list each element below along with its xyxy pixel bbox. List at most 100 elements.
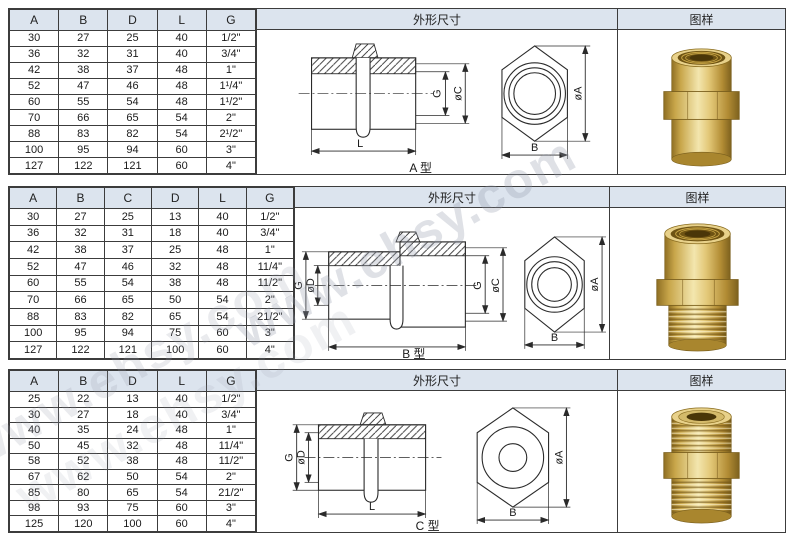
table-cell: 52 [8, 77, 60, 95]
table-cell: 48 [198, 257, 247, 276]
table-cell: 31 [103, 224, 152, 243]
table-cell: 4" [245, 341, 295, 359]
dim-label-b: B [551, 332, 558, 344]
table-cell: 125 [8, 515, 60, 532]
type-b-caption: B 型 [402, 347, 425, 359]
table-cell: 3" [205, 141, 257, 158]
table-cell: 4" [205, 157, 257, 174]
drawing-c: G øD L øA B C 型 [257, 391, 617, 532]
table-cell: 60 [156, 499, 207, 517]
type-c-photo [663, 407, 740, 524]
table-cell: 38 [58, 61, 109, 79]
dim-label-oa: øA [572, 86, 584, 101]
top-boss [359, 412, 387, 426]
table-cell: 25 [103, 208, 152, 226]
table-cell: 98 [8, 499, 60, 517]
table-cell: 42 [8, 241, 58, 259]
table-cell: 38 [150, 274, 200, 293]
table-cell: 65 [150, 307, 200, 326]
table-cell: 40 [8, 422, 60, 439]
table-cell: 85 [8, 484, 60, 501]
table-cell: 121 [107, 157, 158, 174]
table-cell: 1¹/2" [205, 93, 257, 111]
table-cell: 13 [150, 208, 200, 226]
table-cell: 40 [156, 45, 207, 63]
hex-band [663, 452, 740, 479]
table-cell: 48 [156, 93, 207, 111]
drawing-panel-b: 外形尺寸 [294, 187, 609, 359]
table-cell: 60 [198, 341, 247, 359]
photo-panel-a: 图样 [617, 9, 785, 174]
table-cell: 46 [107, 77, 158, 95]
table-cell: 54 [156, 125, 207, 143]
table-cell: 54 [156, 484, 207, 501]
table-cell: 2" [245, 291, 295, 309]
table-cell: 38 [56, 241, 105, 259]
table-cell: 31 [107, 45, 158, 63]
column-header: A [8, 187, 58, 209]
table-cell: 2" [205, 468, 257, 486]
drawing-header: 外形尺寸 [295, 187, 609, 208]
dim-label-oa: øA [553, 450, 565, 465]
table-cell: 58 [8, 453, 60, 470]
table-cell: 47 [56, 257, 105, 276]
table-cell: 54 [198, 291, 247, 309]
table-cell: 88 [8, 307, 58, 326]
dim-label-l: L [357, 138, 363, 150]
table-cell: 27 [58, 30, 109, 47]
table-cell: 1/2" [205, 30, 257, 47]
table-cell: 35 [58, 422, 109, 439]
table-cell: 45 [58, 437, 109, 455]
table-cell: 36 [8, 45, 60, 63]
top-boss [395, 231, 421, 243]
table-cell: 40 [198, 224, 247, 243]
table-cell: 54 [107, 93, 158, 111]
table-cell: 122 [56, 341, 105, 359]
table-cell: 46 [103, 257, 152, 276]
table-cell: 18 [150, 224, 200, 243]
top-boss [351, 43, 379, 59]
table-cell: 120 [58, 515, 109, 532]
table-cell: 3/4" [205, 406, 257, 424]
table-cell: 48 [156, 437, 207, 455]
dim-label-l: L [369, 501, 375, 513]
table-cell: 37 [107, 61, 158, 79]
table-cell: 95 [56, 324, 105, 343]
table-cell: 36 [8, 224, 58, 243]
table-cell: 82 [103, 307, 152, 326]
table-cell: 32 [58, 45, 109, 63]
dim-label-g-right: G [472, 281, 484, 289]
table-cell: 66 [58, 109, 109, 127]
table-cell: 100 [8, 324, 58, 343]
table-cell: 32 [107, 437, 158, 455]
table-cell: 127 [8, 157, 60, 174]
table-cell: 66 [56, 291, 105, 309]
column-header: L [156, 370, 207, 392]
table-cell: 75 [150, 324, 200, 343]
table-cell: 3/4" [205, 45, 257, 63]
column-header: D [107, 370, 158, 392]
table-cell: 80 [58, 484, 109, 501]
table-cell: 40 [156, 391, 207, 408]
table-cell: 21/2" [205, 484, 257, 501]
table-cell: 11/4" [205, 437, 257, 455]
table-cell: 2" [205, 109, 257, 127]
